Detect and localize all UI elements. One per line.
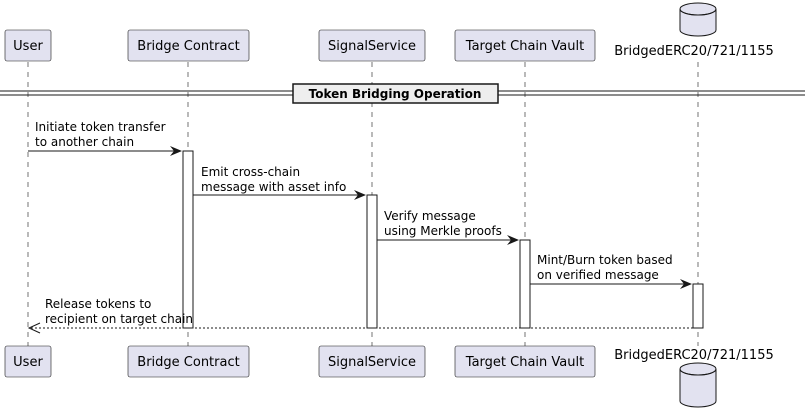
participant-label: SignalService (328, 39, 416, 54)
participant-signal-service-bottom: SignalService (318, 345, 426, 378)
participant-bridge-contract: Bridge Contract (127, 29, 250, 62)
participant-target-chain-vault: Target Chain Vault (454, 29, 596, 62)
message-label-line1: Emit cross-chain (201, 165, 300, 179)
open-arrowhead-icon (27, 322, 41, 334)
activation-signal (366, 194, 378, 329)
arrowhead-icon (507, 235, 519, 245)
participant-bridge-contract-bottom: Bridge Contract (127, 345, 250, 378)
participant-label: Bridge Contract (137, 355, 239, 370)
arrowhead-icon (354, 190, 366, 200)
divider-label: Token Bridging Operation (309, 87, 482, 101)
participant-label: Target Chain Vault (465, 39, 584, 54)
participant-label: SignalService (328, 355, 416, 370)
message-mint-burn: Mint/Burn token based on verified messag… (530, 253, 692, 289)
message-label-line2: using Merkle proofs (384, 224, 502, 238)
message-label-line1: Mint/Burn token based (537, 253, 673, 267)
messages: Initiate token transfer to another chain… (27, 120, 693, 334)
participant-bridged-erc: BridgedERC20/721/1155 (614, 2, 774, 59)
participants-top: User Bridge Contract SignalService Targe… (4, 2, 774, 62)
message-label-line1: Initiate token transfer (35, 120, 166, 134)
message-label-line1: Release tokens to (45, 297, 151, 311)
divider-label-box (292, 83, 499, 104)
participant-signal-service: SignalService (318, 29, 426, 62)
participant-label: User (13, 39, 43, 54)
participant-label: BridgedERC20/721/1155 (614, 348, 774, 363)
participant-user: User (4, 29, 52, 62)
activation-erc (692, 283, 704, 329)
participant-label: BridgedERC20/721/1155 (614, 44, 774, 59)
message-label-line2: to another chain (35, 135, 134, 149)
arrowhead-icon (170, 146, 182, 156)
message-label-line2: message with asset info (201, 180, 346, 194)
message-initiate-transfer: Initiate token transfer to another chain (28, 120, 182, 156)
participant-label: Target Chain Vault (465, 355, 584, 370)
message-emit-cross-chain: Emit cross-chain message with asset info (193, 165, 366, 200)
participant-bridged-erc-bottom: BridgedERC20/721/1155 (614, 348, 774, 408)
participant-user-bottom: User (4, 345, 52, 378)
participant-target-chain-vault-bottom: Target Chain Vault (454, 345, 596, 378)
divider: Token Bridging Operation (0, 83, 805, 104)
activation-vault (519, 239, 531, 329)
participant-label: User (13, 355, 43, 370)
message-verify-merkle: Verify message using Merkle proofs (377, 209, 519, 245)
message-release-tokens: Release tokens to recipient on target ch… (27, 297, 693, 334)
participants-bottom: User Bridge Contract SignalService Targe… (4, 345, 774, 408)
database-icon (679, 2, 717, 37)
message-label-line1: Verify message (384, 209, 476, 223)
activation-bridge (182, 150, 194, 329)
arrowhead-icon (680, 279, 692, 289)
participant-label: Bridge Contract (137, 39, 239, 54)
message-label-line2: on verified message (537, 268, 659, 282)
message-label-line2: recipient on target chain (45, 312, 193, 326)
database-icon (679, 362, 717, 408)
